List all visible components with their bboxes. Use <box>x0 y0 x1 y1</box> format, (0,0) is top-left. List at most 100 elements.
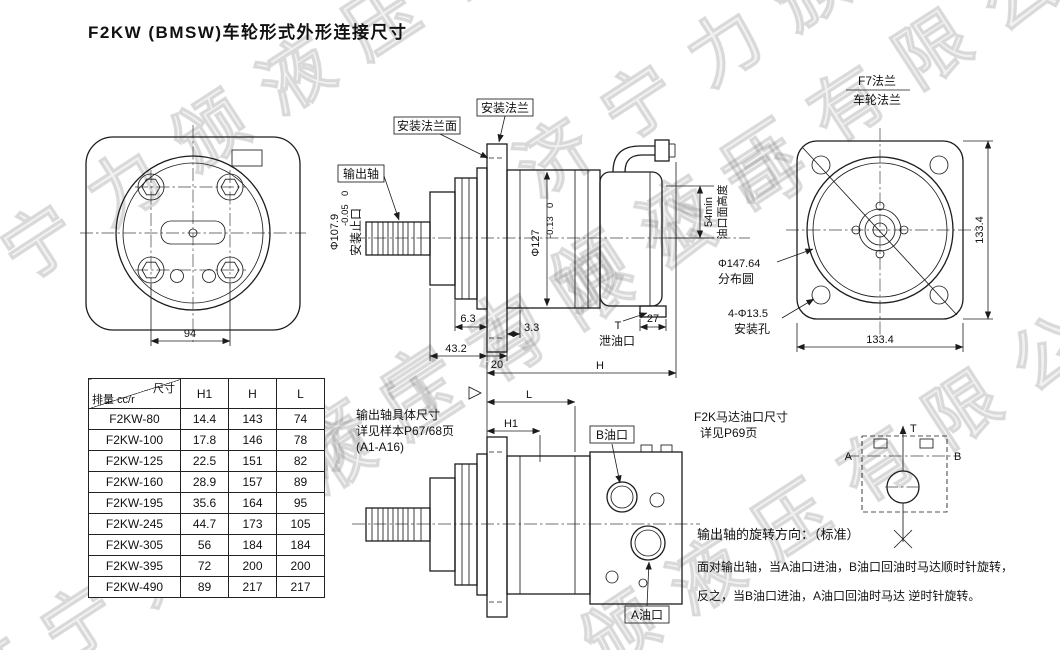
label-drain-t: T <box>615 320 622 332</box>
note-shaft-line1: 输出轴具体尺寸 <box>356 407 440 422</box>
cell-model: F2KW-100 <box>88 429 181 451</box>
cell-h1: 28.9 <box>180 471 229 493</box>
note-shaft-line3: (A1-A16) <box>356 440 404 454</box>
notes: 输出轴具体尺寸 详见样本P67/68页 (A1-A16) F2K马达油口尺寸 详… <box>356 407 1013 603</box>
label-output-shaft: 输出轴 <box>343 166 379 181</box>
table-row: F2KW-490 89 217 217 <box>88 576 325 598</box>
dim-20: 20 <box>491 359 503 371</box>
displacement-dimension-table: 尺寸 排量 cc/r H1 H L F2KW-80 14.4 143 74 F2… <box>88 378 325 598</box>
label-port-b: B油口 <box>596 428 628 442</box>
dim-6-3: 6.3 <box>460 313 475 325</box>
cell-l: 89 <box>276 471 325 493</box>
label-bolt-circle: 分布圆 <box>718 272 754 286</box>
label-mounting-flange-face: 安装法兰面 <box>397 118 457 133</box>
dim-133-4-vertical: 133.4 <box>974 216 986 244</box>
col-header-h1: H1 <box>180 378 229 409</box>
col-header-h: H <box>228 378 277 409</box>
note-port-line2: 详见P69页 <box>700 425 757 440</box>
port-schematic: T A B <box>845 423 961 549</box>
cell-h: 146 <box>228 429 277 451</box>
table-row: F2KW-100 17.8 146 78 <box>88 429 325 451</box>
cell-model: F2KW-305 <box>88 534 181 556</box>
dim-body-diameter: Φ127 <box>530 229 542 256</box>
cell-h1: 35.6 <box>180 492 229 514</box>
cell-l: 105 <box>276 513 325 535</box>
hex-bolt-icon <box>137 173 165 201</box>
cell-l: 200 <box>276 555 325 577</box>
label-drain-port: 泄油口 <box>599 334 635 348</box>
note-rotation-title: 输出轴的旋转方向：（标准） <box>697 527 860 542</box>
dim-43-2: 43.2 <box>445 343 466 355</box>
table-row: F2KW-80 14.4 143 74 <box>88 408 325 430</box>
col-header-l: L <box>276 378 325 409</box>
table-row: F2KW-305 56 184 184 <box>88 534 325 556</box>
cell-h: 200 <box>228 555 277 577</box>
cell-h: 184 <box>228 534 277 556</box>
corner-label-size: 尺寸 <box>153 383 175 395</box>
cell-h1: 72 <box>180 555 229 577</box>
cell-h: 173 <box>228 513 277 535</box>
table-header-row: 尺寸 排量 cc/r H1 H L <box>88 378 325 409</box>
cell-h1: 17.8 <box>180 429 229 451</box>
dim-l: L <box>526 389 532 401</box>
cell-l: 82 <box>276 450 325 472</box>
side-section-view: 安装法兰面 安装法兰 输出轴 Φ107.9 0 -0.05 安装止口 Φ127 … <box>329 98 750 378</box>
table-row: F2KW-160 28.9 157 89 <box>88 471 325 493</box>
hex-bolt-icon <box>216 256 244 284</box>
dim-133-4-horizontal: 133.4 <box>866 334 894 346</box>
cell-h: 143 <box>228 408 277 430</box>
dim-h1: H1 <box>504 418 518 430</box>
schematic-label-a: A <box>845 451 853 463</box>
label-spigot: 安装止口 <box>348 208 363 256</box>
page-title: F2KW (BMSW)车轮形式外形连接尺寸 <box>88 23 408 42</box>
table-row: F2KW-195 35.6 164 95 <box>88 492 325 514</box>
label-wheel-flange: 车轮法兰 <box>853 92 901 107</box>
cell-model: F2KW-160 <box>88 471 181 493</box>
table-row: F2KW-395 72 200 200 <box>88 555 325 577</box>
cell-model: F2KW-195 <box>88 492 181 514</box>
cell-h: 164 <box>228 492 277 514</box>
wheel-flange-view: F7法兰 车轮法兰 133.4 133.4 Φ147.64 分布圆 4-Φ13.… <box>718 74 993 352</box>
schematic-label-t: T <box>910 423 917 435</box>
datum-triangle-icon <box>468 386 482 400</box>
dim-27: 27 <box>647 313 659 325</box>
cell-h1: 22.5 <box>180 450 229 472</box>
table-row: F2KW-125 22.5 151 82 <box>88 450 325 472</box>
tol-spigot-upper: 0 <box>340 191 351 196</box>
corner-label-displacement: 排量 cc/r <box>92 394 135 406</box>
note-rotation-line1: 面对输出轴，当A油口进油，B油口回油时马达顺时针旋转， <box>697 559 1013 574</box>
hex-bolt-icon <box>216 173 244 201</box>
label-port-a: A油口 <box>631 608 663 622</box>
cell-h1: 89 <box>180 576 229 598</box>
cell-model: F2KW-80 <box>88 408 181 430</box>
label-port-height: 油口面高度 <box>715 185 729 240</box>
dim-h: H <box>596 360 604 372</box>
dim-port-height: 54min <box>703 197 715 227</box>
cell-h1: 14.4 <box>180 408 229 430</box>
cell-h: 157 <box>228 471 277 493</box>
dim-spigot-diameter: Φ107.9 <box>329 214 341 250</box>
cell-model: F2KW-245 <box>88 513 181 535</box>
note-port-line1: F2K马达油口尺寸 <box>694 410 788 424</box>
tol-body-lower: -0.13 <box>545 216 556 238</box>
cell-l: 184 <box>276 534 325 556</box>
table-row: F2KW-245 44.7 173 105 <box>88 513 325 535</box>
label-f7-flange: F7法兰 <box>858 74 896 88</box>
cell-l: 74 <box>276 408 325 430</box>
cell-h1: 56 <box>180 534 229 556</box>
dim-bolt-circle: Φ147.64 <box>718 258 760 270</box>
tol-spigot-lower: -0.05 <box>340 204 351 226</box>
cell-l: 95 <box>276 492 325 514</box>
label-mounting-flange: 安装法兰 <box>481 100 529 115</box>
note-rotation-line2: 反之，当B油口进油，A油口回油时马达 逆时针旋转。 <box>697 588 980 603</box>
cell-h1: 44.7 <box>180 513 229 535</box>
note-shaft-line2: 详见样本P67/68页 <box>356 423 454 438</box>
schematic-label-b: B <box>954 451 961 463</box>
dim-mounting-holes: 4-Φ13.5 <box>728 308 768 320</box>
cell-model: F2KW-125 <box>88 450 181 472</box>
cell-l: 217 <box>276 576 325 598</box>
cell-model: F2KW-490 <box>88 576 181 598</box>
tol-body-upper: 0 <box>545 203 556 208</box>
